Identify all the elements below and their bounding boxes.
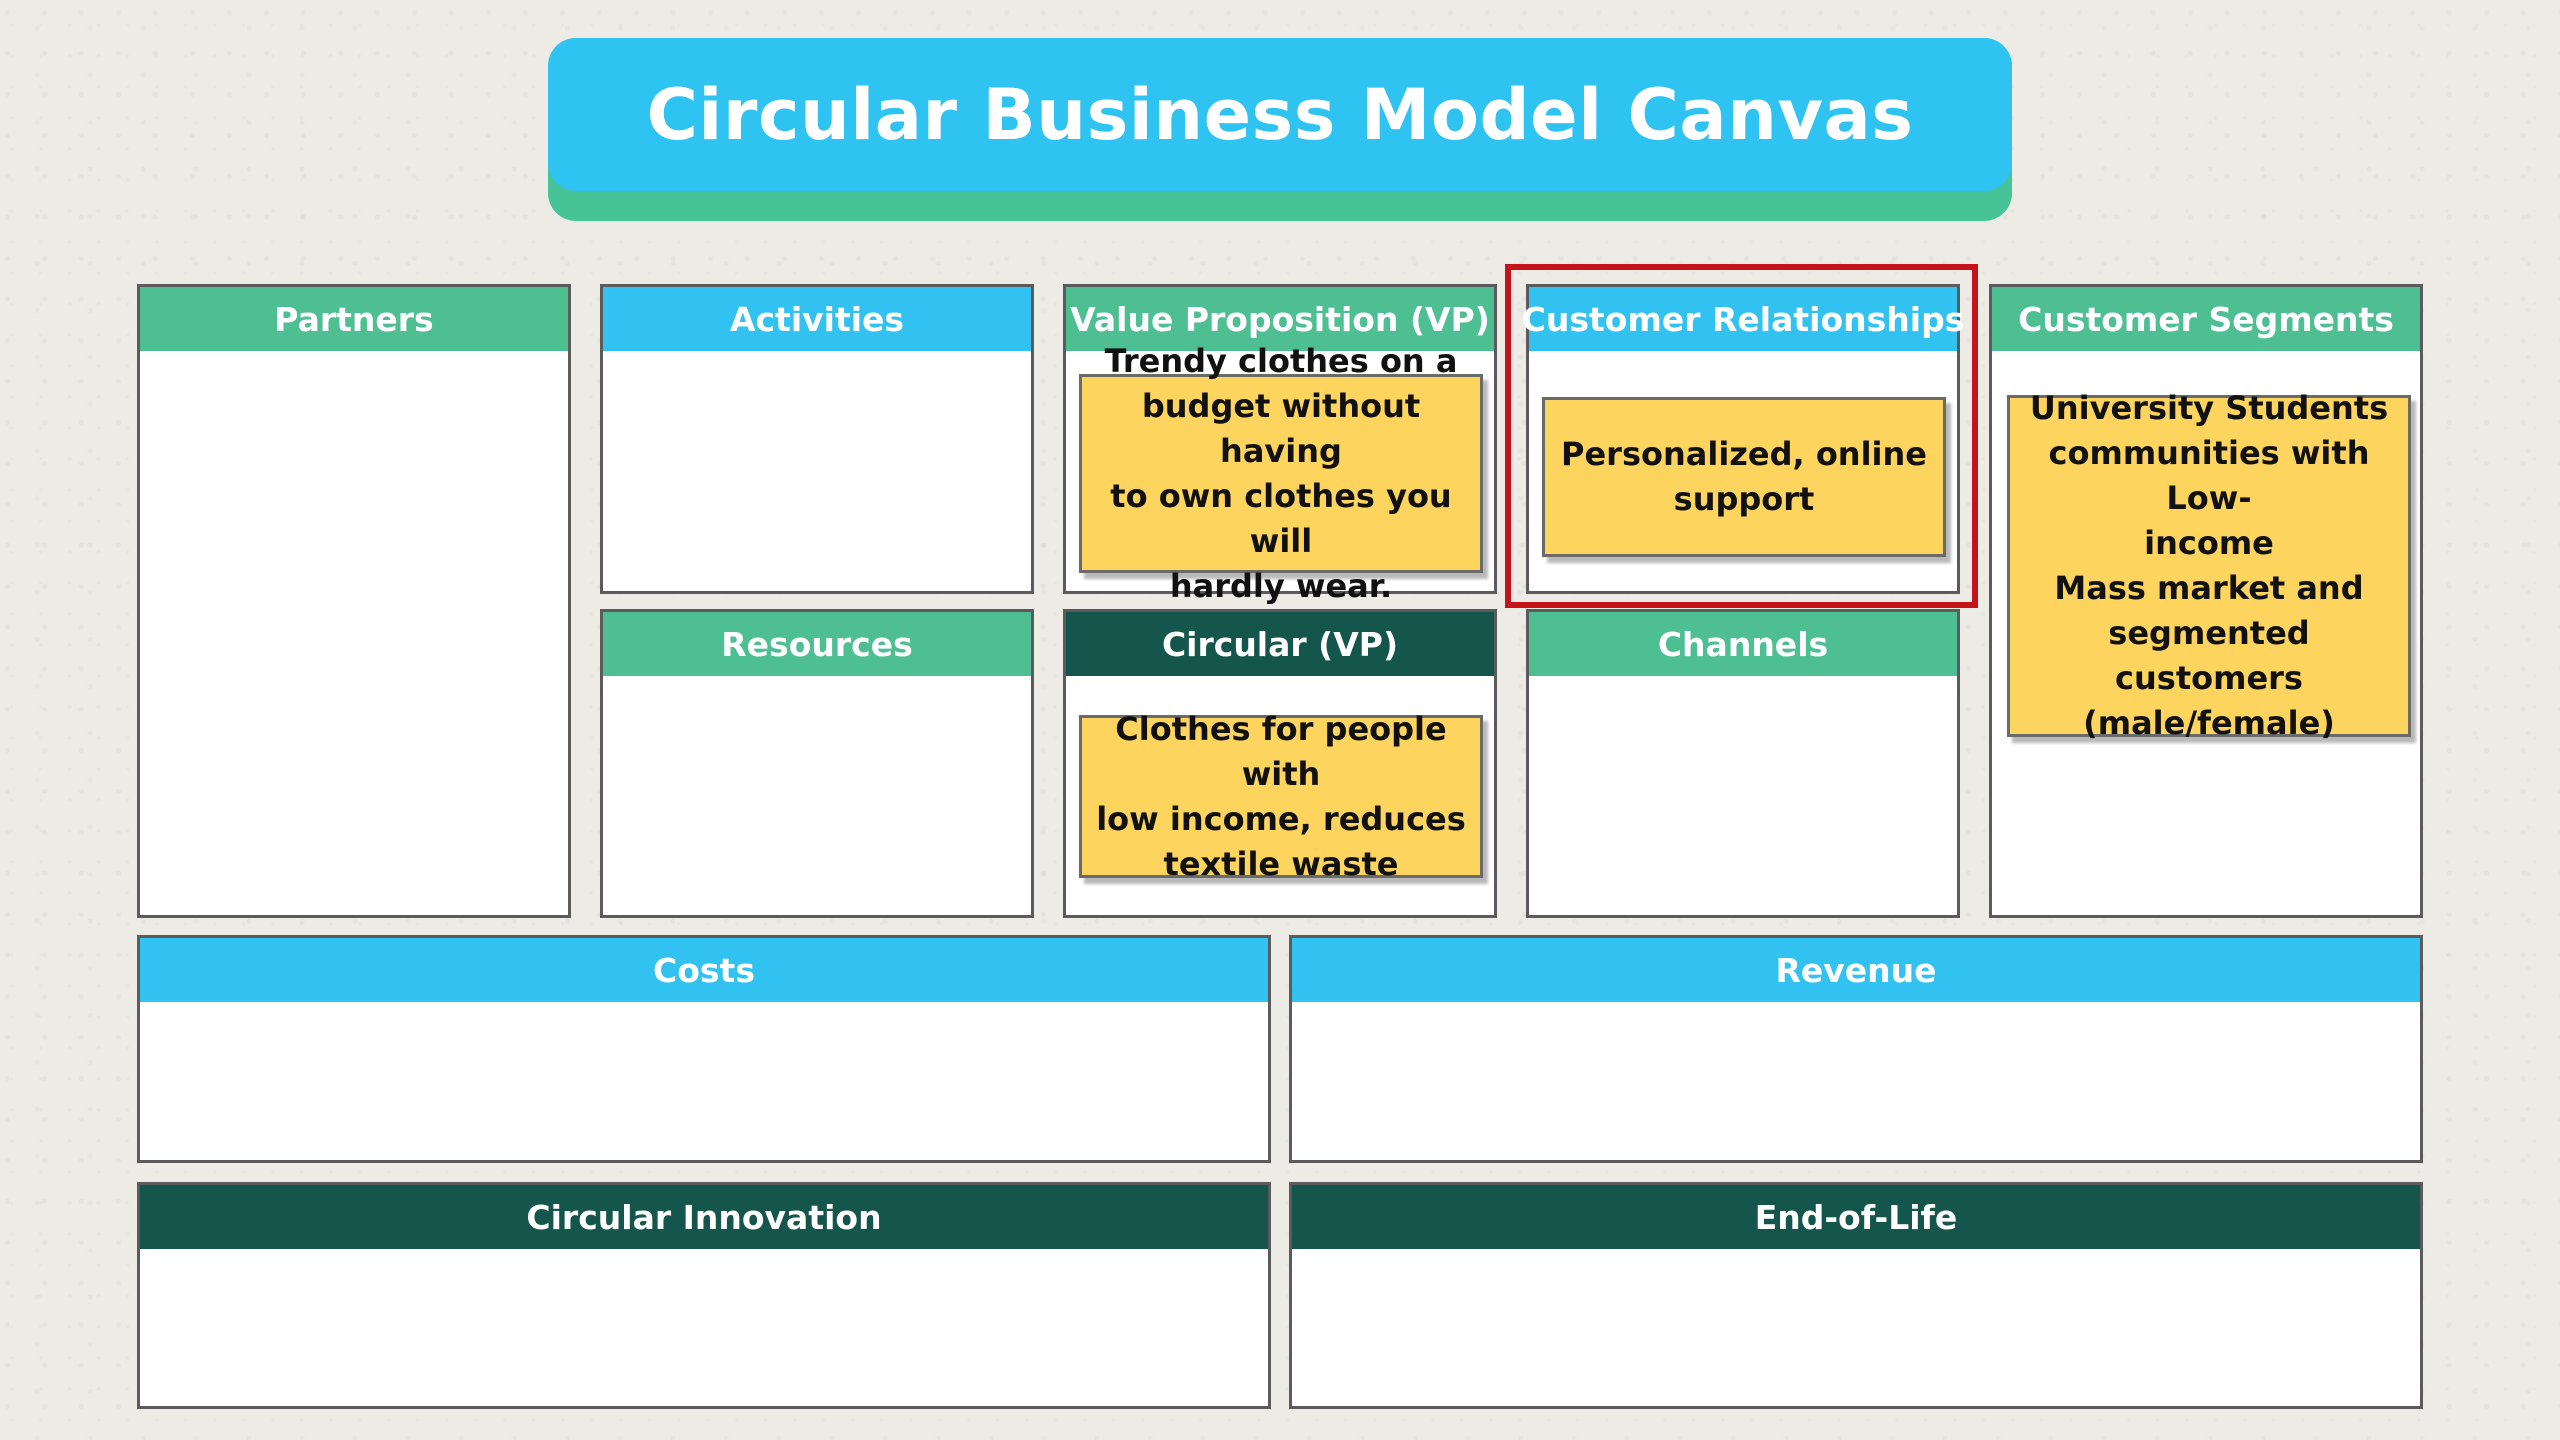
circular-vp-header: Circular (VP) [1066,612,1494,676]
note-line: University Students [2029,389,2389,427]
circular-vp-block: Circular (VP) Clothes for people with lo… [1063,609,1497,918]
note-line: Trendy clothes on a [1104,341,1458,380]
note-line: hardly wear. [1169,566,1393,605]
customer-segments-header: Customer Segments [1992,287,2420,351]
costs-block: Costs [137,935,1271,1163]
note-line: low income, reduces [1096,799,1466,838]
note-line: to own clothes you will [1110,476,1452,560]
channels-block: Channels [1526,609,1960,918]
value-proposition-header: Value Proposition (VP) [1066,287,1494,351]
partners-header: Partners [140,287,568,351]
activities-block: Activities [600,284,1034,594]
revenue-block: Revenue [1289,935,2423,1163]
customer-segments-block: Customer Segments University Students co… [1989,284,2423,918]
partners-block: Partners [137,284,571,918]
resources-block: Resources [600,609,1034,918]
resources-header: Resources [603,612,1031,676]
circular-innovation-block: Circular Innovation [137,1182,1271,1409]
note-line: income [2144,524,2274,562]
customer-relationships-highlight [1505,264,1978,608]
customer-segments-note: University Students communities with Low… [2007,389,2411,742]
note-line: support [1673,480,1815,518]
note-line: segmented customers [2108,614,2310,697]
value-proposition-block: Value Proposition (VP) Trendy clothes on… [1063,284,1497,605]
activities-header: Activities [603,287,1031,351]
revenue-header: Revenue [1292,938,2420,1002]
end-of-life-header: End-of-Life [1292,1185,2420,1249]
customer-relationships-block: Customer Relationships Personalized, onl… [1522,284,1964,594]
note-line: Mass market and [2054,569,2364,607]
note-line: (male/female) [2083,704,2335,742]
end-of-life-block: End-of-Life [1289,1182,2423,1409]
note-line: Clothes for people with [1115,709,1447,793]
page-title: Circular Business Model Canvas [646,73,1914,156]
note-line: textile waste [1163,844,1399,883]
title-bar: Circular Business Model Canvas [548,38,2012,191]
customer-relationships-note: Personalized, online support [1542,397,1946,557]
customer-relationships-header: Customer Relationships [1522,287,1964,351]
note-line: budget without having [1141,386,1421,470]
note-line: communities with Low- [2048,434,2370,517]
circular-innovation-header: Circular Innovation [140,1185,1268,1249]
title-banner: Circular Business Model Canvas [548,38,2012,221]
value-proposition-note: Trendy clothes on a budget without havin… [1079,342,1483,605]
costs-header: Costs [140,938,1268,1002]
channels-header: Channels [1529,612,1957,676]
circular-vp-note: Clothes for people with low income, redu… [1079,710,1483,883]
note-line: Personalized, online [1561,435,1927,473]
